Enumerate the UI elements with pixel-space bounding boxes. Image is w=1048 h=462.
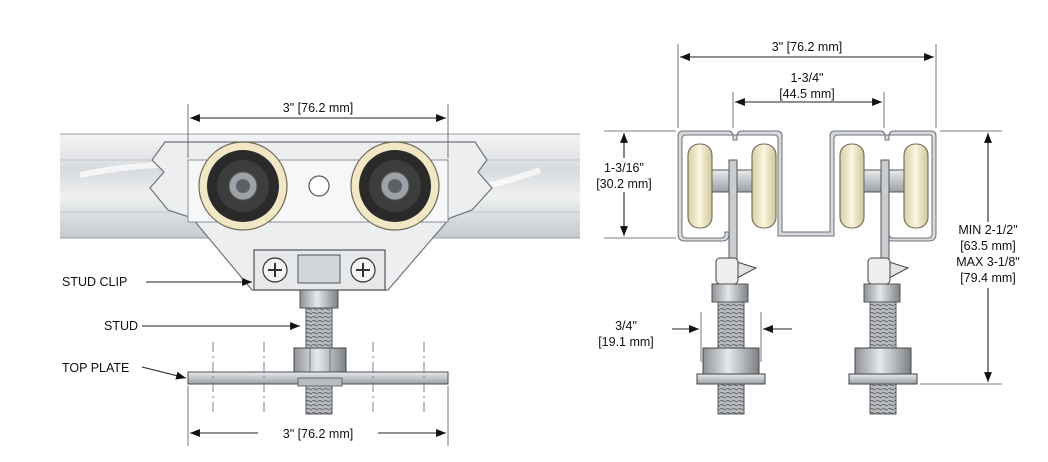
stud-clip [253,249,386,291]
top-plate [187,371,449,387]
plate-width-label: 3" [76.2 mm] [283,427,353,441]
end-stud-right [848,257,918,415]
end-stud-left [696,257,766,415]
wheel-spacing-label: 3" [76.2 mm] [283,101,353,115]
height-min-mm-label: [63.5 mm] [960,239,1016,253]
height-max-mm-label: [79.4 mm] [960,271,1016,285]
track-height-mm-label: [30.2 mm] [596,177,652,191]
slot-spacing-in-label: 1-3/4" [791,71,824,85]
stud-label: STUD [104,319,138,333]
side-wheel-left [198,141,288,231]
carriage-hole [308,175,330,197]
height-max-in-label: MAX 3-1/8" [956,255,1020,269]
stud-clip-label: STUD CLIP [62,275,127,289]
stud-diameter-mm-label: [19.1 mm] [598,335,654,349]
end-view: 3" [76.2 mm] 1-3/4" [44.5 mm] 1-3/16" [3… [584,39,1036,415]
end-rollers-right [839,143,929,261]
track-width-label: 3" [76.2 mm] [772,40,842,54]
height-min-in-label: MIN 2-1/2" [958,223,1017,237]
side-view: 3" [76.2 mm] 3" [76.2 mm] STUD CLIP STUD… [60,100,580,446]
end-rollers-left [687,143,777,261]
plate-centerlines [212,342,425,412]
slot-spacing-mm-label: [44.5 mm] [779,87,835,101]
stud-diameter-in-label: 3/4" [615,319,637,333]
side-wheel-right [350,141,440,231]
top-plate-label: TOP PLATE [62,361,129,375]
track-height-in-label: 1-3/16" [604,161,644,175]
stud [293,289,347,415]
